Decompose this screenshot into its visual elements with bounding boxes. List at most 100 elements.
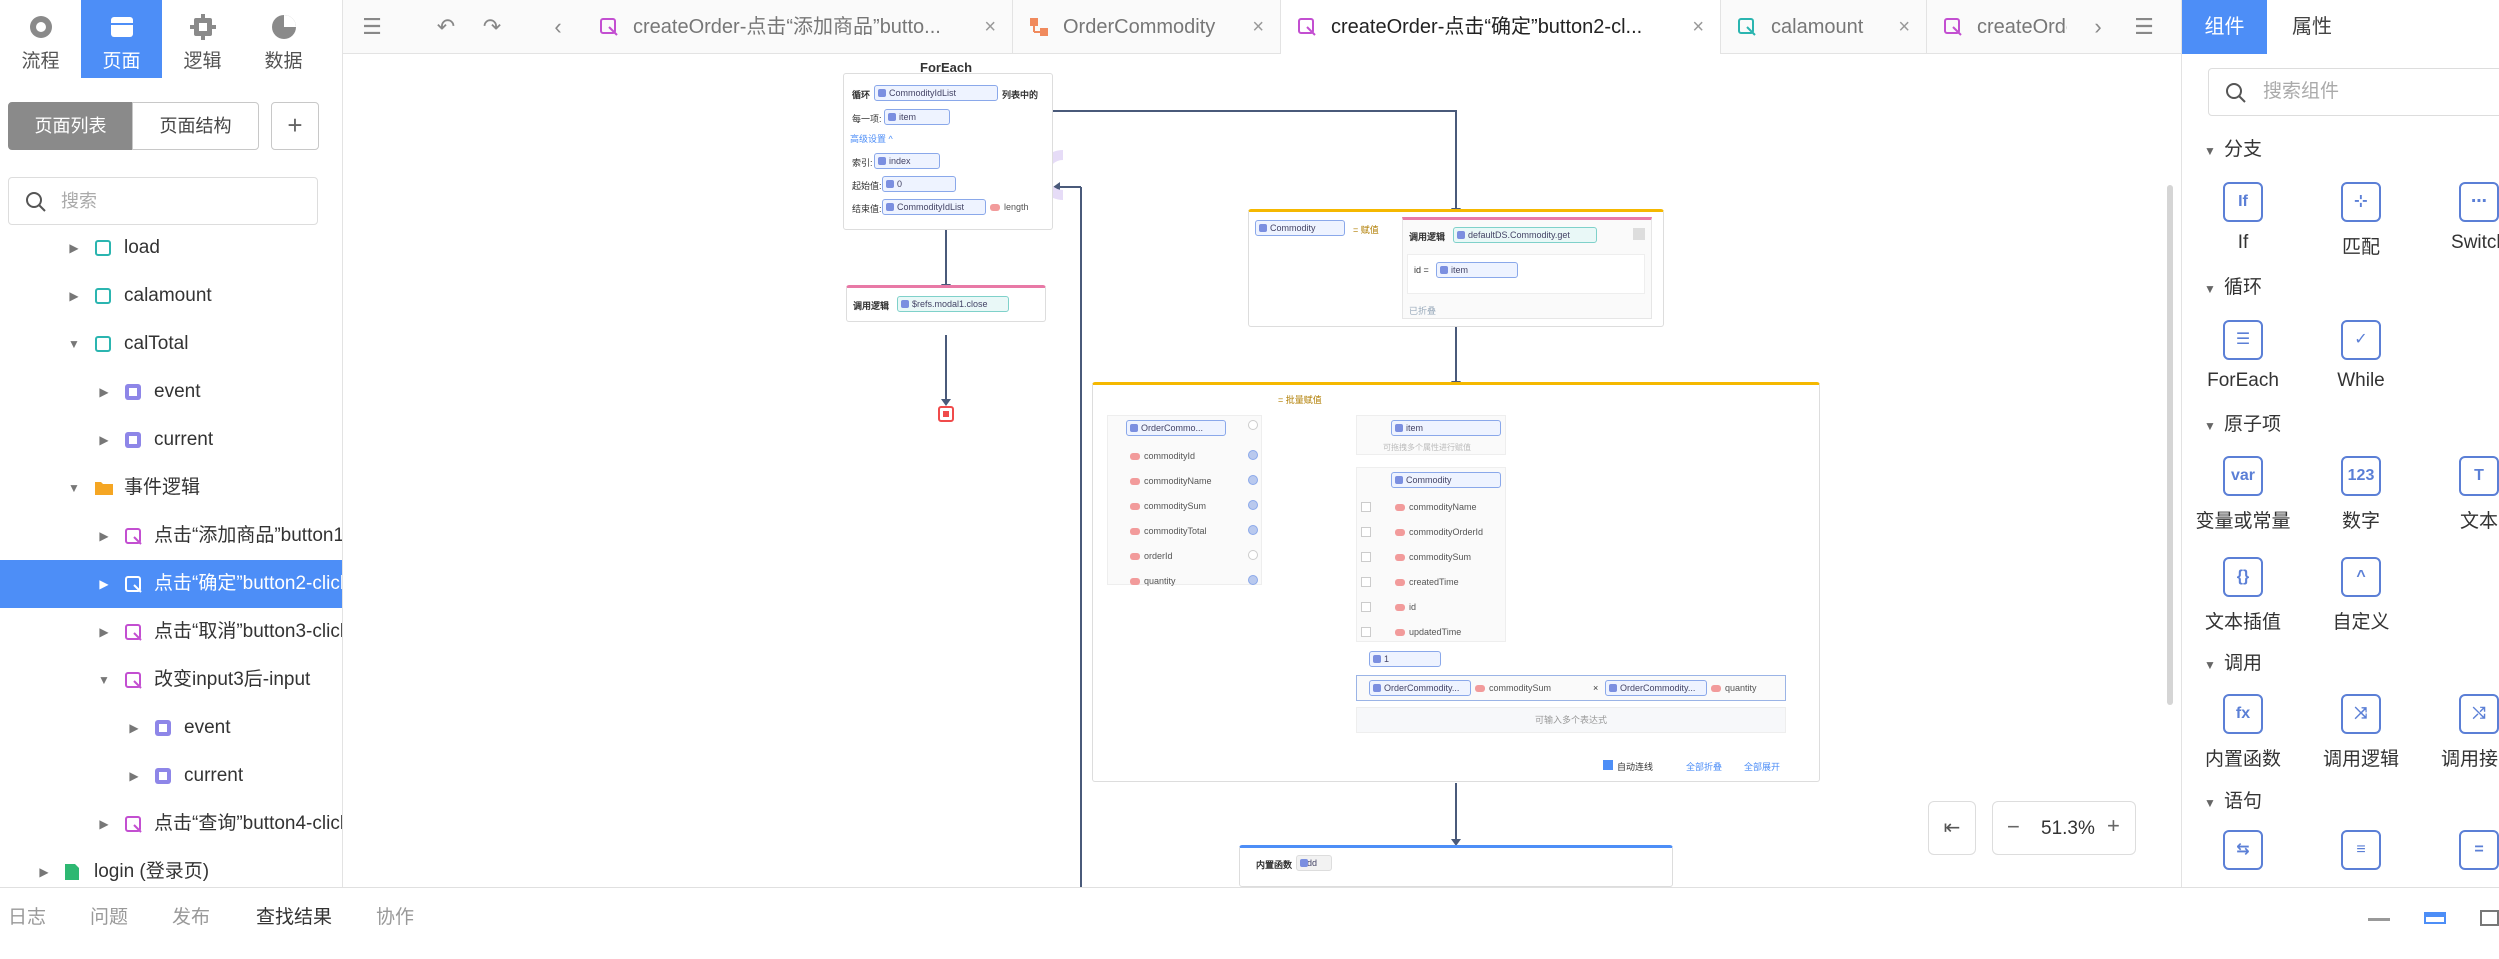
chevron-right-icon[interactable]: › [2094,14,2102,39]
foreach-start-chip[interactable]: 0 [882,176,956,192]
tree-item-load[interactable]: ▶ load [0,224,342,272]
advanced-settings-toggle[interactable]: 高级设置 ^ [850,134,893,144]
tab-order-commodity[interactable]: OrderCommodity × [1013,0,1281,54]
category-statement[interactable]: ▼语句 [2204,791,2263,812]
component-while[interactable]: ✓While [2302,320,2420,392]
expand-arrow-icon[interactable]: ▶ [129,769,139,783]
zoom-out-button[interactable]: − [2007,814,2020,839]
tree-item-event-logic-folder[interactable]: ▼ 事件逻辑 [0,464,342,512]
page-list-tab[interactable]: 页面列表 [8,102,133,150]
close-tab-icon[interactable]: × [1692,16,1704,38]
expand-arrow-icon[interactable]: ▶ [129,721,139,735]
foreach-list-chip[interactable]: CommodityIdList [874,85,998,101]
left-search-input[interactable]: 搜索 [8,177,318,225]
component-foreach[interactable]: ☰ForEach [2184,320,2302,392]
tab-calamount[interactable]: calamount × [1721,0,1927,54]
bottom-tab-problems[interactable]: 问题 [90,907,129,928]
tree-item-add-product-click[interactable]: ▶ 点击“添加商品”button1-click [0,512,342,560]
batch-target-chip[interactable]: OrderCommo... [1126,420,1226,436]
builtin-function-node[interactable]: 内置函数 Add [1239,845,1673,887]
end-node-icon[interactable] [938,406,954,422]
component-text-interpolation[interactable]: {}文本插值 [2184,557,2302,634]
source-commodity-chip[interactable]: Commodity [1391,472,1501,488]
nav-tab-flow[interactable]: 流程 [0,0,81,78]
tree-item-current[interactable]: ▶ current [0,416,342,464]
nav-tab-logic[interactable]: 逻辑 [162,0,243,78]
tree-item-event-2[interactable]: ▶ event [0,704,342,752]
category-atom[interactable]: ▼原子项 [2204,414,2282,435]
tree-item-current-2[interactable]: ▶ current [0,752,342,800]
redo-icon[interactable]: ↷ [482,14,502,39]
const-value-chip[interactable]: 1 [1369,651,1441,667]
id-param-chip[interactable]: item [1436,262,1518,278]
expand-arrow-icon[interactable]: ▶ [99,625,109,639]
component-statement-2[interactable]: ≡ [2302,830,2420,880]
category-call[interactable]: ▼调用 [2204,653,2263,674]
foreach-index-chip[interactable]: index [874,153,940,169]
close-tab-icon[interactable]: × [984,16,996,38]
expand-arrow-icon[interactable]: ▶ [99,433,109,447]
undo-icon[interactable]: ↶ [436,14,456,39]
tree-item-cancel-click[interactable]: ▶ 点击“取消”button3-click [0,608,342,656]
expand-all-link[interactable]: 全部展开 [1744,762,1781,772]
expand-arrow-icon[interactable]: ▶ [69,289,79,303]
category-loop[interactable]: ▼循环 [2204,277,2263,298]
tab-properties[interactable]: 属性 [2292,16,2332,38]
component-search-input[interactable]: 搜索组件 [2208,68,2499,116]
call-close-node[interactable]: 调用逻辑 $refs.modal1.close [846,285,1046,322]
bottom-tab-collaborate[interactable]: 协作 [376,907,415,928]
component-custom[interactable]: ^自定义 [2302,557,2420,634]
logic-canvas[interactable]: ForEach 循环 CommodityIdList 列表中的 每一项: ite… [343,55,2181,887]
tree-item-event[interactable]: ▶ event [0,368,342,416]
source-item-chip[interactable]: item [1391,420,1501,436]
component-match[interactable]: ⊹匹配 [2302,182,2420,259]
nav-tab-data[interactable]: 数据 [243,0,324,78]
dock-panel-icon[interactable] [2424,912,2446,924]
bottom-tab-publish[interactable]: 发布 [172,907,211,928]
expand-arrow-icon[interactable]: ▶ [99,385,109,399]
chevron-left-icon[interactable]: ‹ [554,14,562,39]
tab-create-order[interactable]: createOrde [1927,0,2067,54]
component-statement-3[interactable]: = [2420,830,2499,880]
foreach-end-prop[interactable]: length [990,202,1029,212]
tree-item-input3-change[interactable]: ▼ 改变input3后-input [0,656,342,704]
fit-view-button[interactable]: ⇤ [1928,801,1976,855]
component-call-logic[interactable]: ⤨调用逻辑 [2302,694,2420,771]
tree-item-confirm-click[interactable]: ▶ 点击“确定”button2-click [0,560,342,608]
foreach-item-chip[interactable]: item [884,109,950,125]
bottom-tab-log[interactable]: 日志 [8,907,47,928]
expand-arrow-icon[interactable]: ▶ [69,241,79,255]
collapse-icon[interactable] [1633,228,1645,240]
maximize-panel-icon[interactable] [2480,910,2499,926]
collapse-arrow-icon[interactable]: ▼ [98,673,110,687]
collapse-arrow-icon[interactable]: ▼ [68,481,80,495]
add-page-button[interactable]: + [271,102,319,150]
expression-row[interactable]: OrderCommodity... commoditySum × OrderCo… [1356,675,1786,701]
nav-tab-page[interactable]: 页面 [81,0,162,78]
add-expression-hint[interactable]: 可输入多个表达式 [1356,707,1786,733]
expand-arrow-icon[interactable]: ▶ [99,817,109,831]
tree-item-caltotal[interactable]: ▼ calTotal [0,320,342,368]
zoom-in-button[interactable]: + [2107,813,2120,838]
tab-confirm-click[interactable]: createOrder-点击“确定”button2-cl... × [1281,0,1721,54]
component-switch[interactable]: ⋯Switch [2420,182,2499,254]
tree-item-login-page[interactable]: ▶ login (登录页) [0,848,342,887]
foreach-end-list-chip[interactable]: CommodityIdList [882,199,986,215]
builtin-select-chip[interactable]: Add [1296,855,1332,871]
minimize-panel-icon[interactable] [2368,918,2390,921]
tree-item-calamount[interactable]: ▶ calamount [0,272,342,320]
bottom-tab-find-results[interactable]: 查找结果 [256,907,333,928]
canvas-scrollbar[interactable] [2167,185,2173,705]
expand-arrow-icon[interactable]: ▶ [99,577,109,591]
expand-arrow-icon[interactable]: ▶ [39,865,49,879]
auto-link-checkbox[interactable] [1603,760,1613,770]
batch-assign-node[interactable]: = 批量赋值 OrderCommo... commodityId commodi… [1092,382,1820,782]
component-statement-1[interactable]: ⇆ [2184,830,2302,880]
tab-add-product-click[interactable]: createOrder-点击“添加商品”butto... × [583,0,1013,54]
foreach-node[interactable]: ForEach 循环 CommodityIdList 列表中的 每一项: ite… [843,60,1053,230]
get-commodity-call[interactable]: 调用逻辑 defaultDS.Commodity.get id = item 已… [1402,217,1652,319]
expand-arrow-icon[interactable]: ▶ [99,529,109,543]
